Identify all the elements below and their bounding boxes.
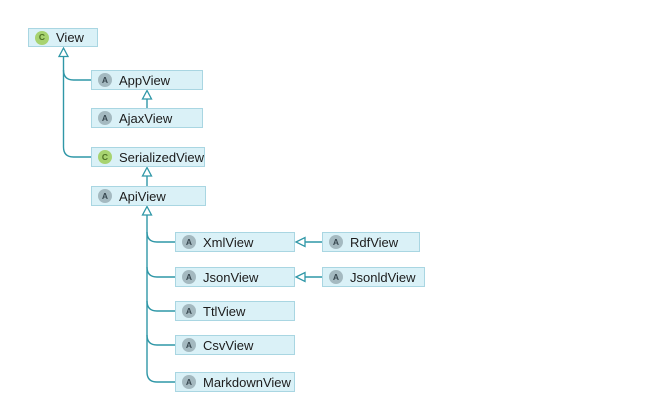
class-icon: C [98,150,112,164]
node-label: RdfView [350,234,399,250]
edge-jsonldview-to-jsonview [294,271,322,283]
class-node-markdownview[interactable]: A MarkdownView [175,372,295,392]
node-label: XmlView [203,234,254,250]
class-node-apiview[interactable]: A ApiView [91,186,206,206]
edge-apiview-to-serializedview [141,166,153,186]
inheritance-arrow-left-icon [294,236,306,248]
class-node-ttlview[interactable]: A TtlView [175,301,295,321]
node-label: AppView [119,72,171,88]
class-node-xmlview[interactable]: A XmlView [175,232,295,252]
abstract-class-icon: A [182,338,196,352]
abstract-class-icon: A [182,235,196,249]
inheritance-arrow-up-icon [57,46,70,58]
inheritance-arrow-up-icon [141,205,153,216]
class-node-serializedview[interactable]: C SerializedView [91,147,205,167]
class-node-appview[interactable]: A AppView [91,70,203,90]
node-label: MarkdownView [203,374,291,390]
node-label: JsonView [203,269,259,285]
node-label: CsvView [203,337,254,353]
abstract-class-icon: A [98,73,112,87]
abstract-class-icon: A [182,375,196,389]
abstract-class-icon: A [182,270,196,284]
node-label: SerializedView [119,149,205,165]
node-label: AjaxView [119,110,173,126]
edge-appview-serializedview-to-view [57,46,91,158]
class-node-jsonldview[interactable]: A JsonldView [322,267,425,287]
abstract-class-icon: A [329,270,343,284]
class-node-view[interactable]: C View [28,28,98,47]
class-node-csvview[interactable]: A CsvView [175,335,295,355]
class-node-jsonview[interactable]: A JsonView [175,267,295,287]
class-node-ajaxview[interactable]: A AjaxView [91,108,203,128]
inheritance-arrow-left-icon [294,271,306,283]
inheritance-arrow-up-icon [141,166,153,177]
node-label: JsonldView [350,269,416,285]
abstract-class-icon: A [98,189,112,203]
inheritance-arrow-up-icon [141,89,153,100]
node-label: TtlView [203,303,246,319]
edge-children-to-apiview [141,205,175,383]
edge-ajaxview-to-appview [141,89,153,108]
abstract-class-icon: A [329,235,343,249]
abstract-class-icon: A [182,304,196,318]
node-label: View [56,30,84,45]
edge-rdfview-to-xmlview [294,236,322,248]
class-node-rdfview[interactable]: A RdfView [322,232,420,252]
node-label: ApiView [119,188,166,204]
class-icon: C [35,30,49,45]
abstract-class-icon: A [98,111,112,125]
